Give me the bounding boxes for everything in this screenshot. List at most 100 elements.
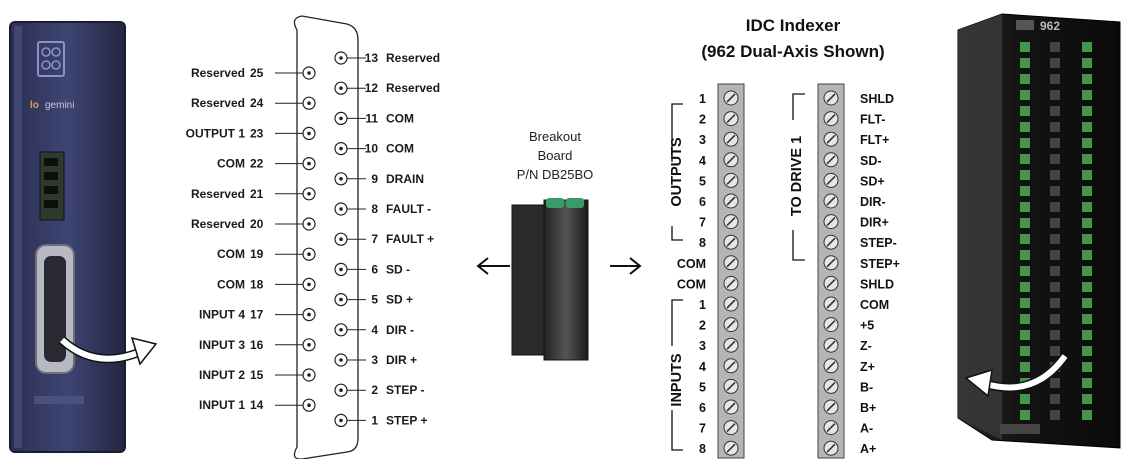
- terminal-left-row: 5: [699, 172, 739, 188]
- drive-logo-icon: [37, 41, 65, 77]
- screw-slot: [726, 340, 736, 350]
- terminal-right-row: STEP-: [823, 234, 897, 250]
- pin-dot: [307, 161, 311, 166]
- to-drive-label: TO DRIVE 1: [789, 136, 805, 216]
- pin-signal-label: DRAIN: [386, 172, 424, 186]
- indexer-terminal-slot: [1050, 394, 1060, 404]
- terminal-left-row: 5: [699, 378, 739, 394]
- to-drive-bracket: TO DRIVE 1: [789, 93, 805, 261]
- terminal-signal-label: COM: [860, 298, 889, 312]
- indexer-terminal-slot: [1050, 282, 1060, 292]
- indexer-title-line2: (962 Dual-Axis Shown): [701, 42, 884, 61]
- terminal-left-row: 6: [699, 193, 739, 209]
- pin-signal-label: INPUT 2: [199, 368, 245, 382]
- indexer-terminal-slot: [1020, 314, 1030, 324]
- indexer-terminal-slot: [1050, 106, 1060, 116]
- pin-number: 25: [250, 66, 264, 80]
- terminal-right-row: SD-: [823, 152, 882, 168]
- terminal-signal-label: STEP-: [860, 236, 897, 250]
- terminal-number-label: 2: [699, 113, 706, 127]
- outputs-label: OUTPUTS: [669, 137, 685, 207]
- indexer-terminal-slot: [1082, 186, 1092, 196]
- pin-signal-label: COM: [217, 277, 245, 291]
- indexer-terminal-slot: [1050, 138, 1060, 148]
- pin-number: 16: [250, 338, 264, 352]
- pin-number: 8: [371, 202, 378, 216]
- pin-signal-label: INPUT 1: [199, 398, 245, 412]
- drive-terminal-slots: [44, 158, 58, 208]
- screw-slot: [726, 217, 736, 227]
- pin-signal-label: DIR +: [386, 353, 417, 367]
- pin-number: 7: [371, 232, 378, 246]
- indexer-base-label: [1000, 424, 1040, 434]
- pin-number: 6: [371, 262, 378, 276]
- terminal-signal-label: SD+: [860, 174, 885, 188]
- pin-number: 15: [250, 368, 264, 382]
- indexer-terminal-slot: [1050, 346, 1060, 356]
- pin-signal-label: DIR -: [386, 323, 414, 337]
- terminal-signal-label: FLT+: [860, 133, 889, 147]
- terminal-right-row: B-: [823, 378, 873, 394]
- terminal-signal-label: SD-: [860, 154, 882, 168]
- indexer-terminal-slot: [1050, 250, 1060, 260]
- terminal-number-label: 4: [699, 360, 706, 374]
- indexer-terminal-slot: [1020, 122, 1030, 132]
- screw-slot: [826, 237, 836, 247]
- pin-dot: [339, 297, 343, 302]
- terminal-number-label: 2: [699, 319, 706, 333]
- drive-db25-connector: [35, 244, 75, 374]
- indexer-terminal-slot: [1082, 298, 1092, 308]
- pin-signal-label: Reserved: [191, 217, 245, 231]
- drive-image: lo gemini: [9, 21, 126, 453]
- terminal-right-row: STEP+: [823, 255, 900, 271]
- screw-slot: [826, 299, 836, 309]
- pin-signal-label: Reserved: [191, 96, 245, 110]
- pin-number: 24: [250, 96, 264, 110]
- screw-slot: [726, 93, 736, 103]
- pin-dot: [307, 131, 311, 136]
- terminal-left-row: 4: [699, 152, 739, 168]
- outputs-bracket: OUTPUTS: [669, 103, 685, 241]
- terminal-left-row: 2: [699, 111, 739, 127]
- indexer-terminal-slot: [1050, 314, 1060, 324]
- terminal-left-row: 3: [699, 131, 739, 147]
- indexer-terminal-slot: [1082, 218, 1092, 228]
- terminal-right-row: A+: [823, 440, 876, 456]
- screw-slot: [826, 114, 836, 124]
- pin-dot: [307, 222, 311, 226]
- terminal-right-row: DIR+: [823, 214, 889, 230]
- indexer-terminal-slot: [1082, 106, 1092, 116]
- indexer-terminal-slot: [1050, 186, 1060, 196]
- indexer-terminal-slot: [1082, 122, 1092, 132]
- indexer-terminal-slot: [1082, 74, 1092, 84]
- breakout-line2: Board: [538, 148, 573, 163]
- pin-dot: [307, 373, 311, 377]
- terminal-signal-label: SHLD: [860, 92, 894, 106]
- screw-slot: [726, 134, 736, 144]
- pin-dot: [339, 267, 343, 272]
- pin-signal-label: STEP -: [386, 383, 424, 397]
- terminal-number-label: 3: [699, 133, 706, 147]
- terminal-right-row: SHLD: [823, 90, 894, 106]
- terminal-right-row: A-: [823, 420, 873, 436]
- indexer-terminal-slot: [1020, 90, 1030, 100]
- screw-slot: [726, 258, 736, 268]
- screw-slot: [826, 361, 836, 371]
- indexer-terminal-slot: [1082, 138, 1092, 148]
- screw-slot: [826, 381, 836, 391]
- indexer-terminal-slot: [1020, 218, 1030, 228]
- indexer-terminal-slot: [1050, 170, 1060, 180]
- terminal-right-row: DIR-: [823, 193, 886, 209]
- indexer-terminal-slot: [1082, 330, 1092, 340]
- terminal-left-row: 2: [699, 317, 739, 333]
